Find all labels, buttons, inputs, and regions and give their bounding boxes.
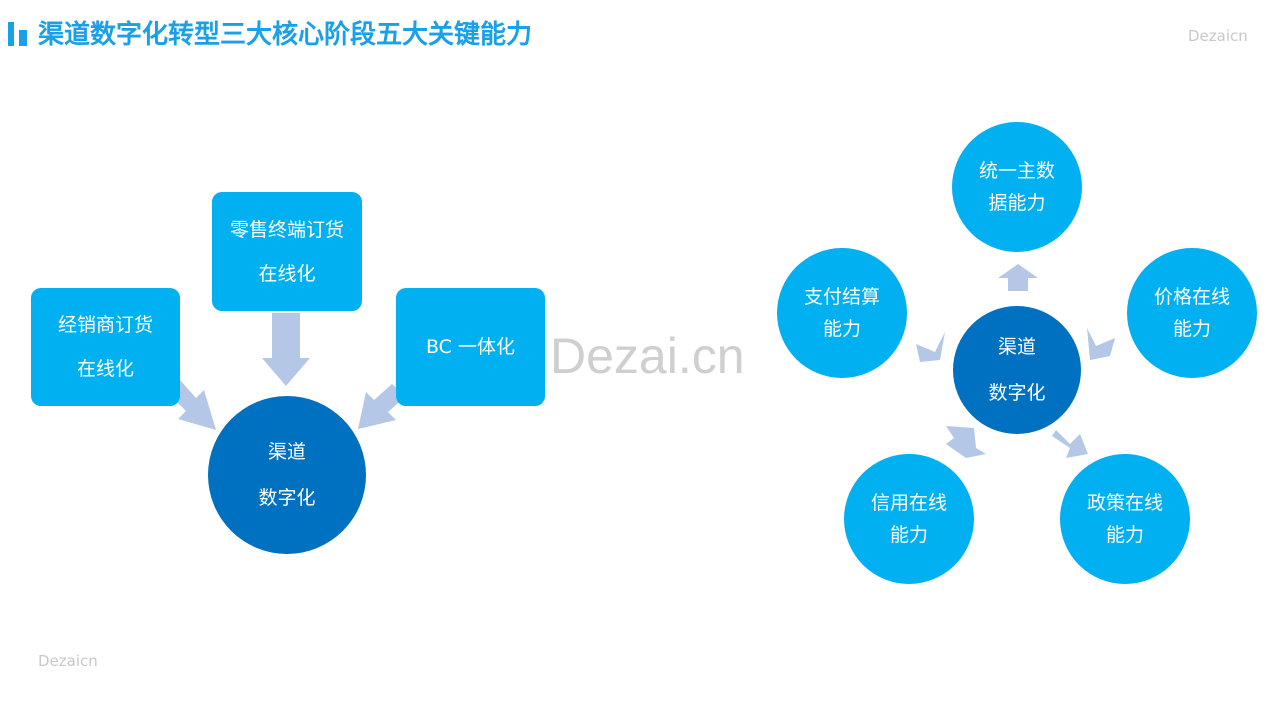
arrow-down-left — [358, 384, 406, 429]
center-label-line2: 数字化 — [988, 382, 1046, 404]
capability-payment: 支付结算 能力 — [777, 248, 907, 378]
stage-label-line1: 经销商订货 — [57, 314, 153, 336]
arrow-down-right-2 — [1052, 430, 1088, 458]
center-circle-left: 渠道 数字化 — [208, 396, 366, 554]
capability-label-line2: 能力 — [822, 318, 861, 340]
capability-master-data: 统一主数 据能力 — [952, 122, 1082, 252]
capability-price: 价格在线 能力 — [1127, 248, 1257, 378]
title-bar-icon — [8, 22, 14, 46]
stage-box-bc: BC 一体化 — [396, 288, 545, 406]
capability-policy: 政策在线 能力 — [1060, 454, 1190, 584]
arrow-right-up — [1087, 328, 1115, 360]
title-bar-icon-small — [19, 30, 27, 46]
center-label-line1: 渠道 — [997, 336, 1036, 358]
capability-label-line1: 价格在线 — [1153, 286, 1230, 308]
capability-label-line2: 能力 — [889, 524, 928, 546]
arrow-down — [262, 313, 310, 386]
brand-label-top: Dezaicn — [1188, 27, 1248, 45]
arrow-up — [998, 264, 1038, 291]
stage-label-line1: BC 一体化 — [425, 336, 515, 358]
center-label-line2: 数字化 — [258, 487, 316, 509]
stage-box-dealer: 经销商订货 在线化 — [31, 288, 180, 406]
capability-label-line1: 支付结算 — [803, 286, 880, 308]
center-label-line1: 渠道 — [267, 441, 306, 463]
stage-box-retail: 零售终端订货 在线化 — [212, 192, 362, 311]
capability-credit: 信用在线 能力 — [844, 454, 974, 584]
capability-label-line2: 能力 — [1105, 524, 1144, 546]
arrow-down-left-2 — [946, 426, 986, 458]
stage-label-line2: 在线化 — [258, 262, 316, 285]
capability-label-line1: 政策在线 — [1086, 492, 1163, 514]
capability-label-line1: 信用在线 — [870, 492, 947, 514]
arrow-down-right — [170, 380, 216, 430]
watermark: Dezai.cn — [550, 328, 745, 384]
brand-label-bottom: Dezaicn — [38, 652, 98, 670]
stage-label-line2: 在线化 — [76, 358, 134, 380]
capability-label-line1: 统一主数 — [978, 160, 1055, 182]
arrow-left-up — [916, 332, 945, 362]
capability-label-line2: 据能力 — [988, 192, 1046, 214]
center-circle-right: 渠道 数字化 — [953, 306, 1081, 434]
stage-label-line1: 零售终端订货 — [229, 218, 344, 241]
page-title: 渠道数字化转型三大核心阶段五大关键能力 — [38, 20, 533, 50]
capability-label-line2: 能力 — [1172, 318, 1211, 340]
